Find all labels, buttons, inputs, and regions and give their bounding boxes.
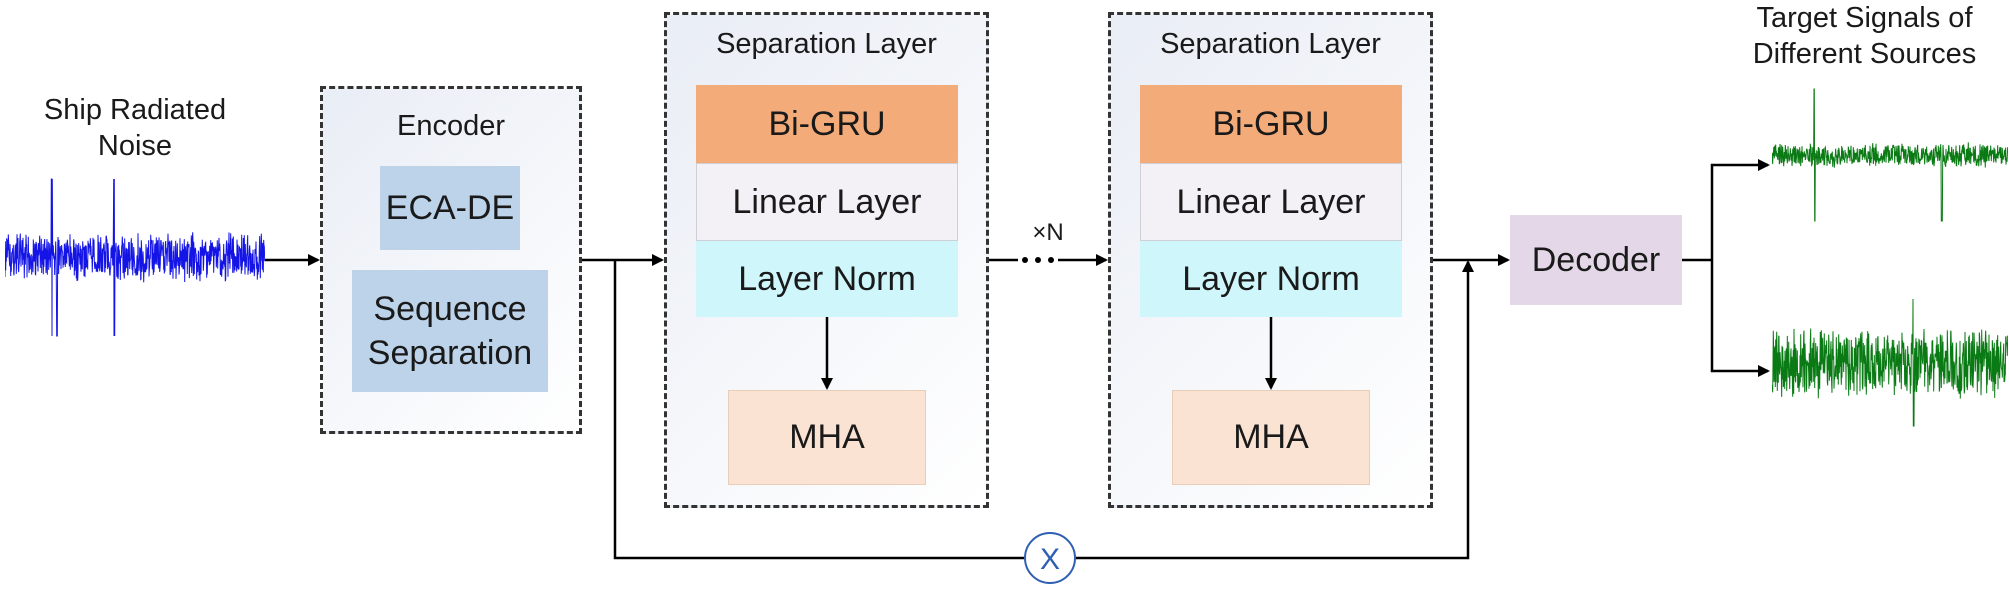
repeat-label: ×N — [1032, 219, 1064, 246]
waveform-trace — [1772, 88, 2008, 222]
bigru-block-1: Bi-GRU — [696, 85, 958, 163]
decoder-block: Decoder — [1510, 215, 1682, 305]
skip-path-right — [1076, 260, 1474, 560]
repeat-dot-1 — [1022, 257, 1028, 263]
linear-layer-block-2: Linear Layer — [1140, 163, 1402, 241]
output-waveform-top — [1772, 88, 2008, 222]
mha-block-2: MHA — [1172, 390, 1370, 485]
input-waveform — [5, 178, 265, 337]
sequence-separation-block: Sequence Separation — [352, 270, 548, 392]
waveform-trace — [5, 178, 265, 337]
input-label: Ship Radiated Noise — [43, 94, 227, 163]
separation-layer-1-title: Separation Layer — [716, 28, 937, 60]
layer-norm-block-1: Layer Norm — [696, 241, 958, 317]
skip-path-left — [613, 260, 1024, 560]
repeat-dot-3 — [1048, 257, 1054, 263]
mha-block-1: MHA — [728, 390, 926, 485]
waveform-trace — [1772, 298, 2008, 427]
multiply-circle — [1024, 532, 1076, 584]
repeat-dot-2 — [1035, 257, 1041, 263]
arrow-decoder-to-output-bottom — [1710, 260, 1770, 377]
encoder-title: Encoder — [396, 110, 505, 142]
separation-layer-2-title: Separation Layer — [1160, 28, 1381, 60]
layer-norm-block-2: Layer Norm — [1140, 241, 1402, 317]
linear-layer-block-1: Linear Layer — [696, 163, 958, 241]
arrow-decoder-to-output-top — [1710, 159, 1770, 260]
eca-de-block: ECA-DE — [380, 166, 520, 250]
output-waveform-bottom — [1772, 298, 2008, 427]
bigru-block-2: Bi-GRU — [1140, 85, 1402, 163]
output-label: Target Signals of Different Sources — [1752, 2, 1977, 71]
multiply-symbol: X — [1040, 543, 1060, 576]
